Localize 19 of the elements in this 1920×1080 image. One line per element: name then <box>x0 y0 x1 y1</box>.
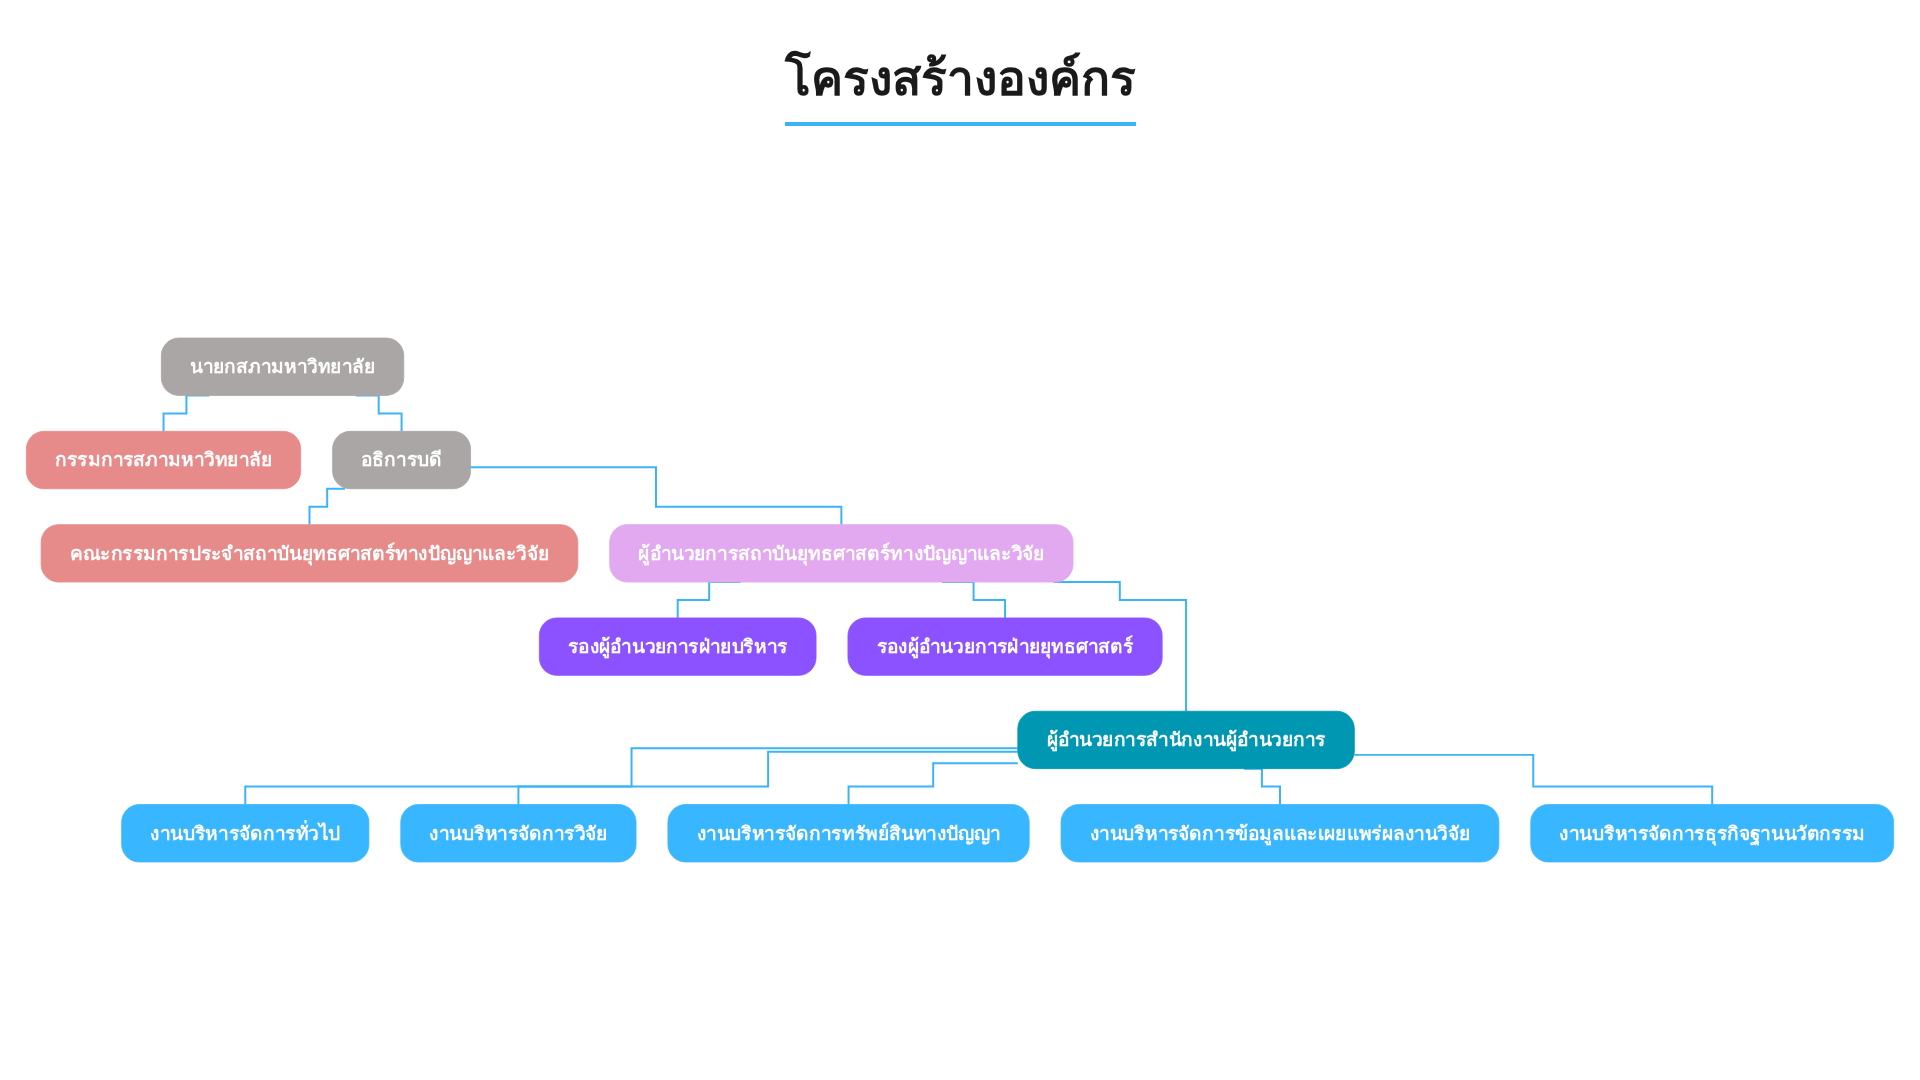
node-box: งานบริหารจัดการวิจัย <box>400 804 637 863</box>
connector <box>469 466 843 526</box>
connector <box>1353 753 1714 806</box>
connector <box>244 747 1019 806</box>
node-box: คณะกรรมการประจำสถาบันยุทธศาสตร์ทางปัญญาและวิจัย <box>40 524 579 583</box>
node-box: นายกสภามหาวิทยาลัย <box>160 337 405 396</box>
node-box: งานบริหารจัดการทั่วไป <box>121 804 370 863</box>
node-box: งานบริหารจัดการทรัพย์สินทางปัญญา <box>667 804 1030 863</box>
node-box: ผู้อำนวยการสถาบันยุทธศาสตร์ทางปัญญาและวิจัย <box>609 524 1074 583</box>
node-box: งานบริหารจัดการธุรกิจฐานนวัตกรรม <box>1530 804 1894 863</box>
node-box: ผู้อำนวยการสำนักงานผู้อำนวยการ <box>1017 710 1355 770</box>
node-box: รองผู้อำนวยการฝ่ายยุทธศาสตร์ <box>847 617 1163 676</box>
node-box: รองผู้อำนวยการฝ่ายบริหาร <box>538 617 817 676</box>
node-box: งานบริหารจัดการข้อมูลและเผยแพร่ผลงานวิจัย <box>1060 804 1500 863</box>
title: โครงสร้างองค์กร <box>784 40 1136 126</box>
connector <box>517 750 1019 806</box>
node-box: อธิการบดี <box>332 430 471 490</box>
connector <box>847 762 1019 806</box>
node-box: กรรมการสภามหาวิทยาลัย <box>26 430 302 490</box>
